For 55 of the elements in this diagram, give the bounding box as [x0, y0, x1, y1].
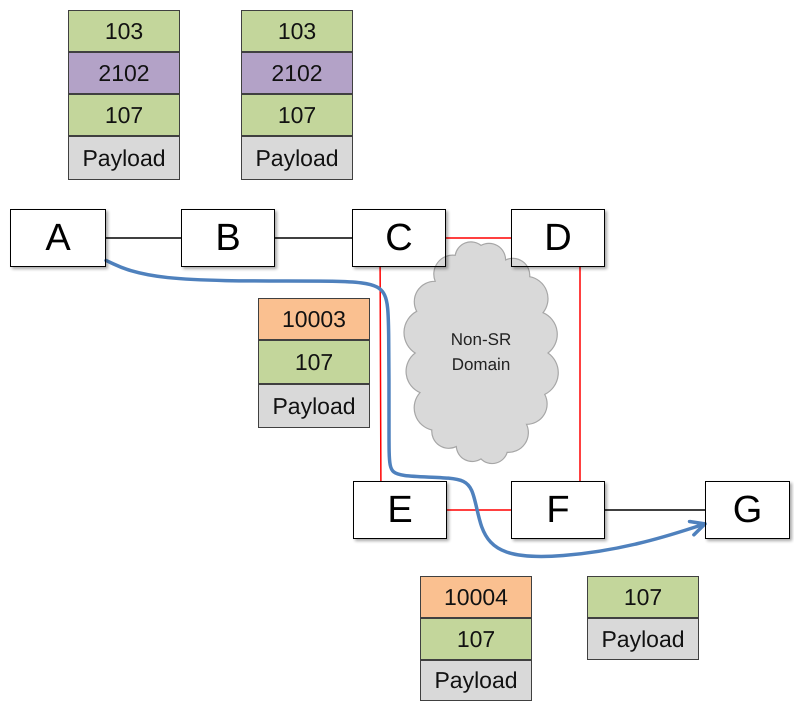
link-line: [105, 237, 182, 239]
payload-text: Payload: [82, 144, 166, 172]
payload-text: Payload: [272, 392, 356, 420]
link-line: [379, 266, 382, 482]
label-cell: [258, 340, 370, 384]
label-cell: [68, 52, 180, 94]
router-box: [181, 209, 275, 267]
payload-text: Payload: [434, 667, 518, 694]
payload-cell: [68, 136, 180, 180]
label-value: 107: [624, 584, 662, 610]
domain-label: Non-SR Domain: [450, 329, 512, 376]
router-box: [511, 481, 605, 539]
payload-cell: [258, 384, 370, 428]
link-line: [446, 509, 512, 511]
payload-cell: [587, 618, 699, 660]
node-letter: C: [385, 216, 413, 260]
router-box: [10, 209, 106, 267]
label-value: 107: [294, 348, 334, 376]
label-value: 2102: [271, 60, 323, 86]
label-value: 10003: [282, 306, 346, 332]
payload-cell: [241, 136, 353, 180]
node-letter: D: [544, 216, 572, 260]
label-cell: [241, 10, 353, 52]
label-cell: [587, 576, 699, 618]
link-line: [274, 237, 353, 239]
label-value: 107: [456, 626, 496, 652]
node-letter: E: [387, 488, 413, 532]
link-line: [604, 509, 706, 511]
node-letter: G: [732, 488, 762, 532]
label-cell: [258, 298, 370, 340]
label-cell: [68, 10, 180, 52]
payload-text: Payload: [255, 144, 339, 172]
payload-cell: [420, 660, 532, 701]
label-cell: [241, 52, 353, 94]
label-value: 103: [104, 18, 144, 44]
label-value: 107: [104, 102, 144, 128]
link-line: [579, 266, 581, 482]
label-cell: [420, 618, 532, 660]
label-cell: [68, 94, 180, 136]
router-box: [511, 209, 605, 267]
label-cell: [241, 94, 353, 136]
router-box: [353, 481, 447, 539]
label-cell: [420, 576, 532, 618]
path-arrow: [104, 258, 707, 558]
node-letter: A: [45, 216, 71, 260]
router-box: [352, 209, 446, 267]
node-letter: F: [546, 488, 570, 532]
label-value: 103: [278, 18, 316, 44]
node-letter: B: [215, 216, 241, 260]
label-value: 2102: [98, 60, 150, 86]
label-value: 10004: [444, 584, 508, 610]
label-value: 107: [278, 102, 316, 128]
payload-text: Payload: [601, 626, 685, 652]
link-line: [445, 237, 512, 239]
router-box: [705, 481, 790, 539]
